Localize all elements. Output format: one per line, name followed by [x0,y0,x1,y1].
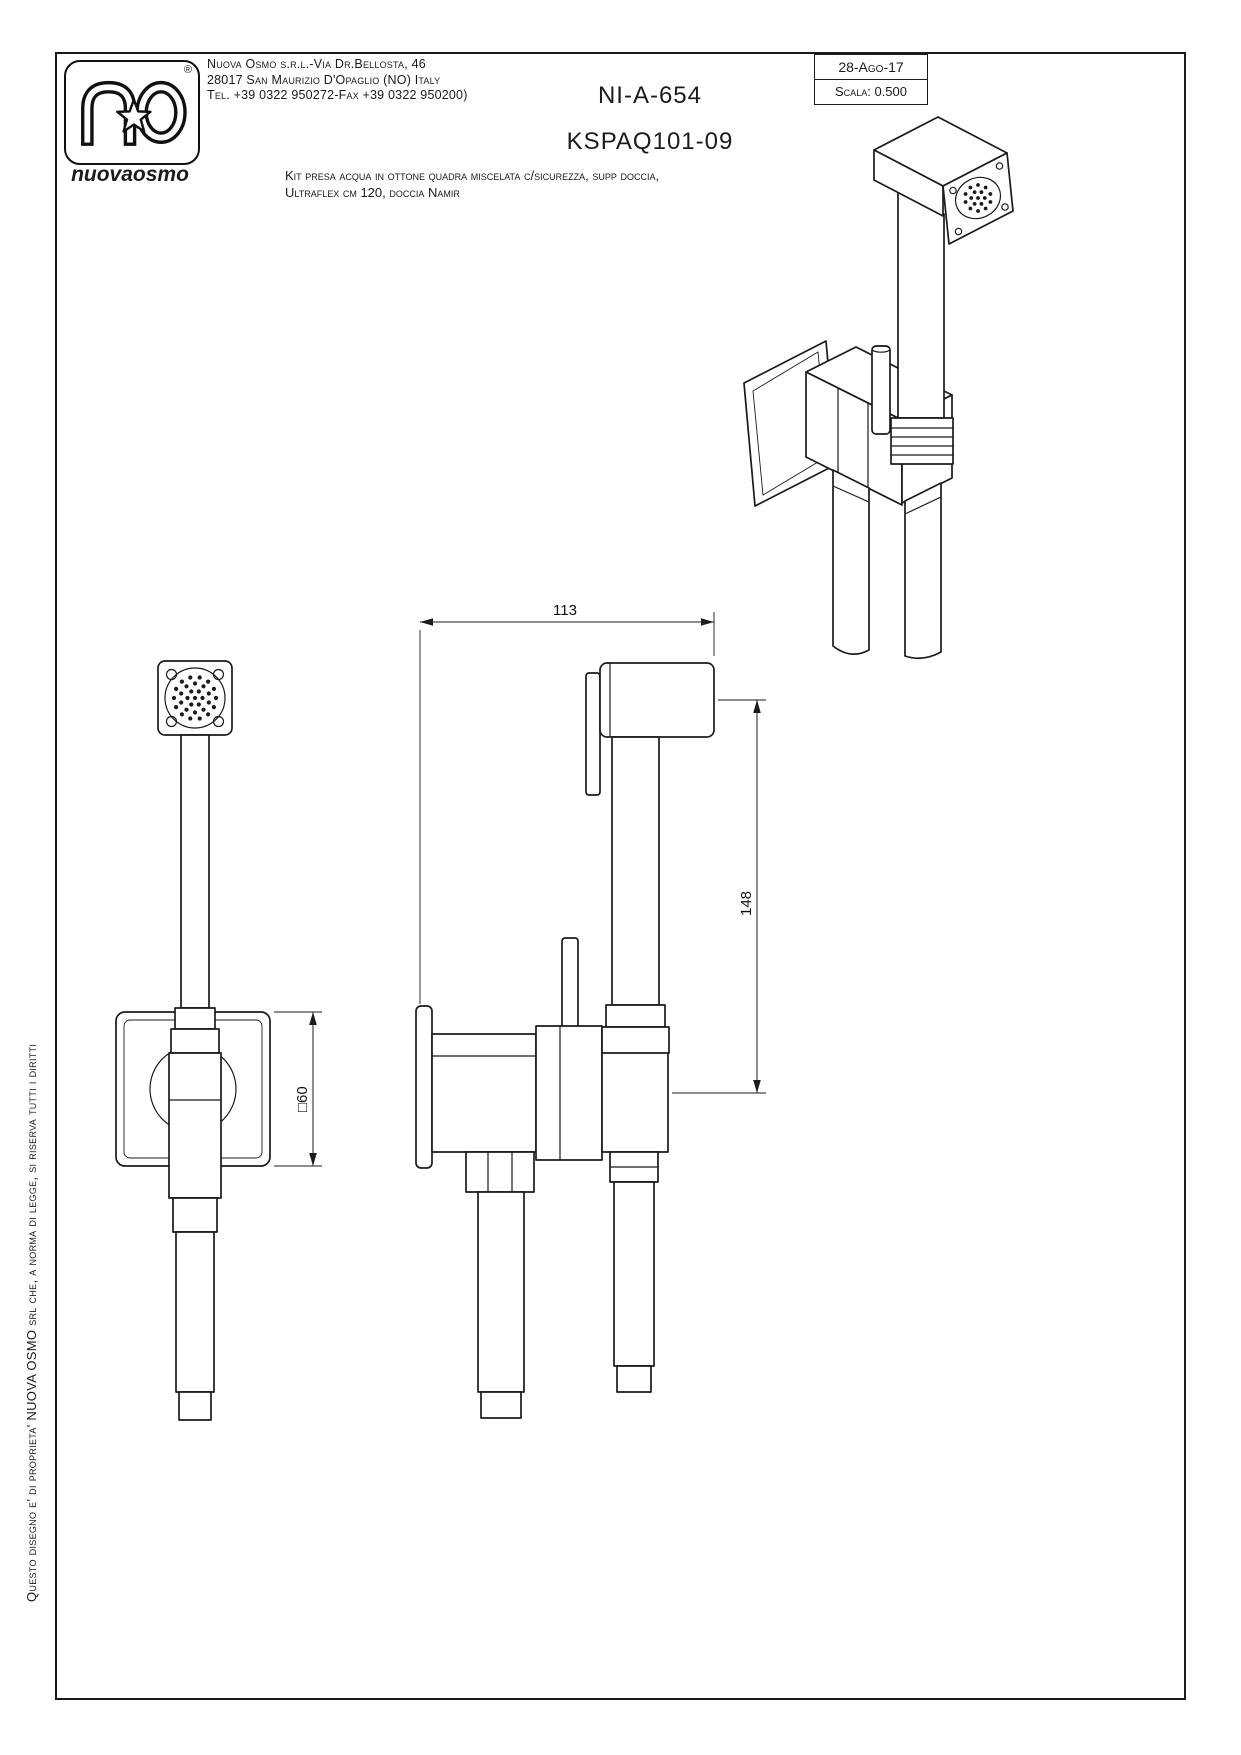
side-hose-handle [609,1151,659,1393]
side-valve-body [431,1025,669,1161]
iso-threaded-ring [890,417,954,465]
front-handle [180,734,210,1009]
dim-plate-label: □60 [294,1086,311,1112]
company-address: Nuova Osmo s.r.l.-Via Dr.Bellosta, 46 28… [207,57,468,104]
front-hose [172,1197,218,1421]
logo-box: ® [64,60,200,165]
company-line-1: Nuova Osmo s.r.l.-Via Dr.Bellosta, 46 [207,57,426,71]
sheet-frame [55,52,1186,1700]
side-view [415,662,715,1419]
dimension-148: 148 [672,699,766,1094]
description-line-2: Ultraflex cm 120, doccia Namir [285,185,460,200]
side-hose-outlet [465,1151,535,1419]
side-shower-head [599,662,715,738]
revision-box: 28-Ago-17 Scala: 0.500 [814,54,928,105]
brand-logo-icon [81,80,187,146]
company-line-2: 28017 San Maurizio D'Opaglio (NO) Italy [207,72,441,87]
front-holder [168,1007,222,1199]
company-line-3: Tel. +39 0322 950272-Fax +39 0322 950200… [207,88,468,102]
scale-label: Scala: [835,84,871,99]
dim-height-label: 148 [738,891,755,916]
isometric-view [743,116,1014,660]
scale-row: Scala: 0.500 [815,80,927,104]
product-code: KSPAQ101-09 [566,128,734,155]
side-wall-flange [415,1005,433,1169]
brand-wordmark: nuovaosmo [71,163,189,186]
star-icon [116,98,152,133]
side-hook-bracket [585,672,601,796]
registered-mark: ® [183,64,192,76]
iso-hose-handle [904,482,942,660]
description-line-1: Kit presa acqua in ottone quadra miscela… [285,168,660,183]
dimension-113: 113 [419,602,715,1004]
scale-value: 0.500 [874,84,907,99]
front-view [115,660,271,1421]
iso-spray-holes [963,183,993,213]
drawing-code: NI-A-654 [597,82,703,109]
front-shower-head [157,660,233,736]
product-description: Kit presa acqua in ottone quadra miscela… [285,167,659,201]
side-shutoff-lever [561,937,579,1035]
iso-shutoff-lever [871,345,891,435]
dim-width-label: 113 [553,602,577,619]
dimension-60: □60 [274,1011,322,1167]
iso-hose-outlet [832,469,870,655]
iso-shower-head [873,116,1014,245]
iso-handle [897,189,945,419]
spray-holes [171,675,219,721]
revision-date: 28-Ago-17 [815,55,927,80]
side-handle [601,736,670,1054]
